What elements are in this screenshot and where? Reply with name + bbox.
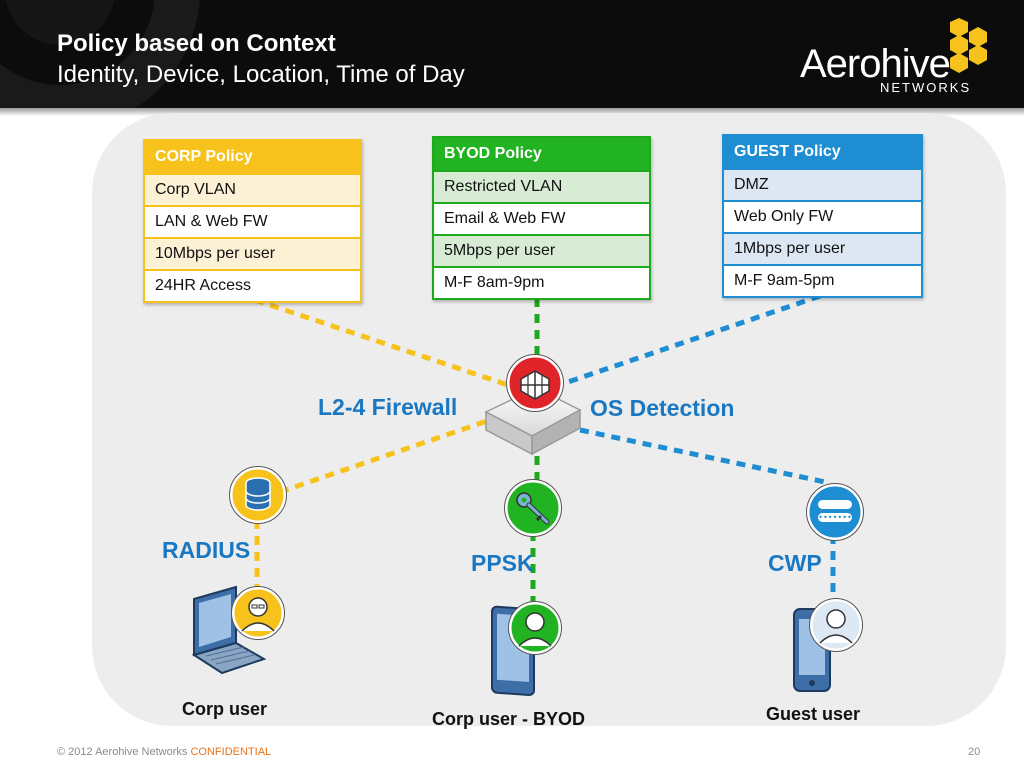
honeycomb-logo-icon xyxy=(950,18,987,73)
guest-policy-row: 1Mbps per user xyxy=(724,232,921,264)
byod-policy-row: Email & Web FW xyxy=(434,202,649,234)
byod-policy-table: BYOD Policy Restricted VLAN Email & Web … xyxy=(432,136,651,300)
firewall-label: L2-4 Firewall xyxy=(318,394,458,420)
byod-policy-title: BYOD Policy xyxy=(434,138,649,170)
logo-wordmark: Aerohive xyxy=(800,42,951,86)
guest-policy-title: GUEST Policy xyxy=(724,136,921,168)
guest-policy-link xyxy=(567,293,821,385)
guest-policy-row: DMZ xyxy=(724,168,921,200)
cwp-link xyxy=(579,427,831,486)
user-avatar-icon xyxy=(809,598,863,652)
byod-user-label: Corp user - BYOD xyxy=(432,709,586,729)
laptop-icon xyxy=(191,585,267,675)
byod-policy-row: Restricted VLAN xyxy=(434,170,649,202)
key-icon xyxy=(504,479,562,537)
corp-policy-table: CORP Policy Corp VLAN LAN & Web FW 10Mbp… xyxy=(143,139,362,303)
access-point-icon xyxy=(484,387,582,456)
guest-policy-row: M-F 9am-5pm xyxy=(724,264,921,296)
byod-policy-row: M-F 8am-9pm xyxy=(434,266,649,298)
confidential-text: CONFIDENTIAL xyxy=(190,746,272,758)
logo-subtext: NETWORKS xyxy=(880,80,972,95)
user-avatar-icon xyxy=(231,586,285,640)
portal-icon: ••••••• xyxy=(806,483,864,541)
corp-policy-link xyxy=(254,297,509,388)
copyright-text: © 2012 Aerohive Networks xyxy=(57,746,188,758)
header-shadow xyxy=(0,108,1024,116)
aerohive-logo: Aerohive NETWORKS xyxy=(795,18,995,98)
corp-policy-row: LAN & Web FW xyxy=(145,205,360,237)
cwp-label: CWP xyxy=(768,550,822,576)
svg-text:•••••••: ••••••• xyxy=(818,513,852,522)
page-subtitle: Identity, Device, Location, Time of Day xyxy=(57,61,465,88)
user-avatar-icon xyxy=(508,601,562,655)
header-bar: Policy based on Context Identity, Device… xyxy=(0,0,1024,108)
byod-policy-row: 5Mbps per user xyxy=(434,234,649,266)
os-detection-label: OS Detection xyxy=(590,395,735,421)
corp-policy-row: Corp VLAN xyxy=(145,173,360,205)
radius-label: RADIUS xyxy=(162,537,251,563)
footer: © 2012 Aerohive Networks CONFIDENTIAL xyxy=(57,746,271,758)
page-title: Policy based on Context xyxy=(57,30,336,57)
header-background xyxy=(0,0,200,108)
corp-user-label: Corp user xyxy=(182,699,268,719)
page-number: 20 xyxy=(968,746,981,758)
radius-link xyxy=(279,417,491,495)
corp-policy-title: CORP Policy xyxy=(145,141,360,173)
firewall-icon xyxy=(506,354,564,412)
guest-policy-table: GUEST Policy DMZ Web Only FW 1Mbps per u… xyxy=(722,134,923,298)
corp-policy-row: 24HR Access xyxy=(145,269,360,301)
database-icon xyxy=(229,466,287,524)
corp-policy-row: 10Mbps per user xyxy=(145,237,360,269)
guest-user-label: Guest user xyxy=(766,704,861,724)
guest-policy-row: Web Only FW xyxy=(724,200,921,232)
ppsk-label: PPSK xyxy=(471,550,534,576)
